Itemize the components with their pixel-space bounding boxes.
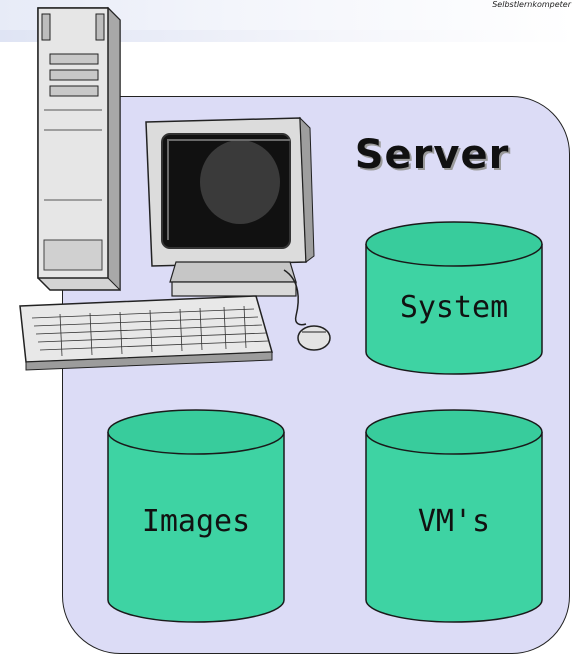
server-title: Server <box>354 132 510 178</box>
db-images-label: Images <box>141 504 251 539</box>
brand-text: Selbstlernkompeter <box>492 0 571 9</box>
db-vms-cylinder <box>365 409 543 623</box>
computer-icon <box>19 6 331 371</box>
db-system-label: System <box>399 290 509 325</box>
db-images-cylinder <box>107 409 285 623</box>
header-underline <box>0 30 575 42</box>
db-system-cylinder <box>365 221 543 375</box>
db-vms-label: VM's <box>417 504 491 539</box>
